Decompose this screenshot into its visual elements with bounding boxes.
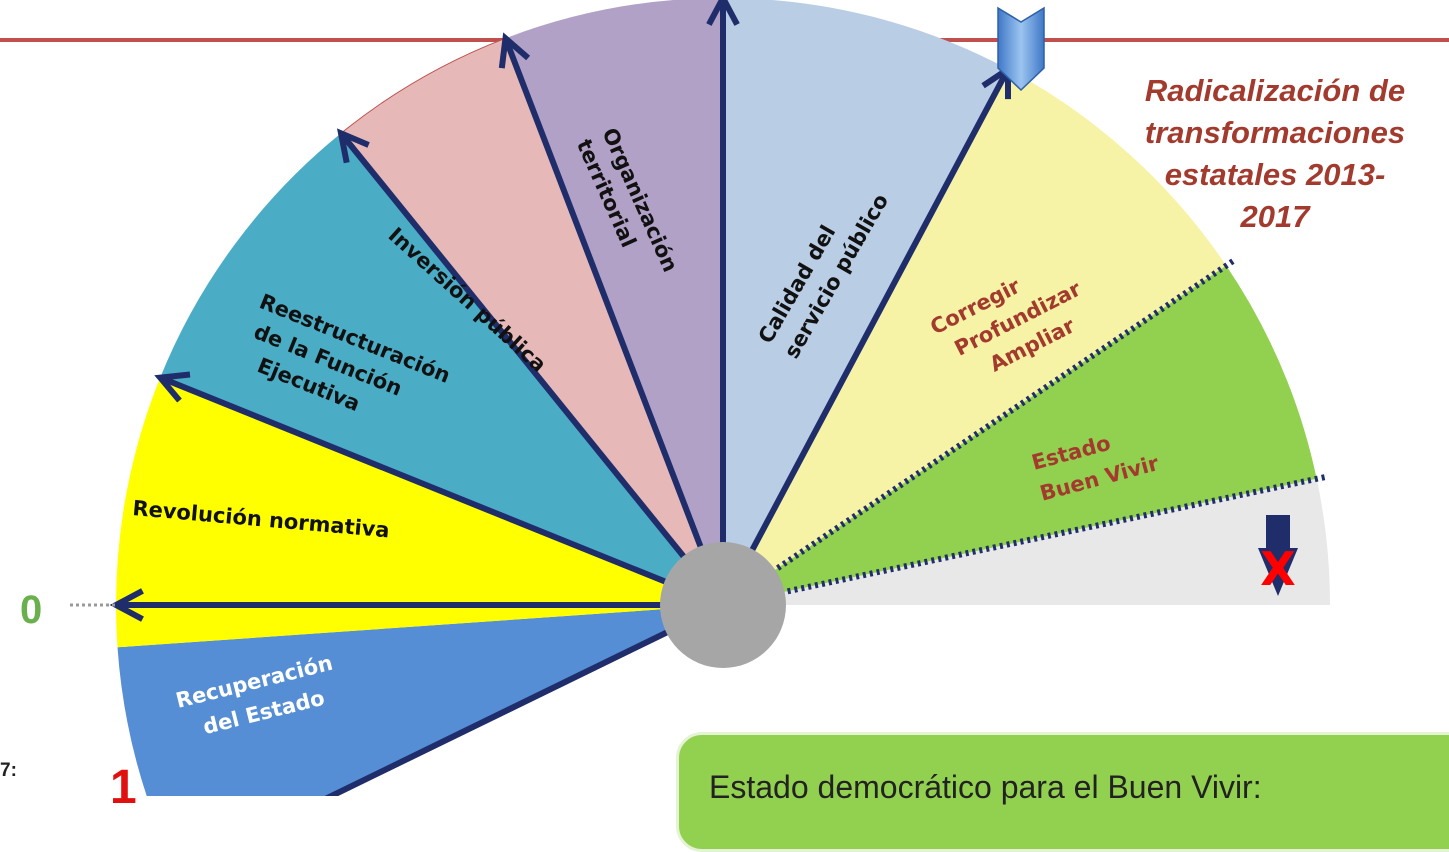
buen-vivir-callout: Estado democrático para el Buen Vivir: bbox=[676, 732, 1449, 852]
gauge-diagram: X Recuperación del Estado Revolución nor… bbox=[0, 0, 1449, 796]
arrowhead-icon bbox=[336, 128, 370, 164]
sector-grey bbox=[723, 478, 1330, 605]
sector-calidad bbox=[723, 0, 1008, 605]
sector-organizacion bbox=[505, 0, 723, 605]
sector-corregir bbox=[723, 69, 1227, 606]
x-mark-icon: X bbox=[1258, 515, 1298, 596]
arrow-shaft bbox=[324, 611, 707, 796]
scale-zero-label: 0 bbox=[20, 588, 43, 632]
sector-buen-vivir bbox=[723, 265, 1317, 605]
gauge-arrows bbox=[109, 0, 1011, 796]
radicalizacion-line-2: transformaciones bbox=[1144, 115, 1406, 150]
radicalizacion-line-1: Radicalización de bbox=[1144, 73, 1406, 108]
side-text-fragment: 7: bbox=[0, 760, 17, 781]
radicalizacion-line-3: estatales 2013- bbox=[1164, 157, 1386, 192]
x-mark-text: X bbox=[1260, 542, 1295, 596]
gauge-hub bbox=[660, 542, 786, 668]
arrowhead-icon bbox=[498, 32, 531, 69]
callout-text: Estado democrático para el Buen Vivir: bbox=[709, 769, 1262, 805]
arrow-shaft bbox=[338, 131, 713, 592]
arrow-shaft bbox=[729, 67, 1011, 589]
dotted-boundary-upper bbox=[776, 256, 1238, 571]
sector-revolucion bbox=[116, 377, 723, 648]
gauge-sectors bbox=[116, 0, 1330, 796]
position-marker-icon bbox=[997, 6, 1045, 92]
sector-inversion bbox=[340, 37, 724, 606]
arrow-shaft bbox=[502, 37, 719, 588]
arrowhead-icon bbox=[109, 588, 144, 622]
sector-reestructuracion bbox=[160, 133, 723, 606]
arrowhead-icon bbox=[706, 0, 740, 26]
arrowhead-icon bbox=[154, 371, 191, 403]
radicalizacion-title: Radicalización de transformaciones estat… bbox=[1100, 70, 1449, 238]
sector-recuperacion bbox=[117, 605, 723, 796]
radicalizacion-line-4: 2017 bbox=[1240, 199, 1310, 234]
scale-minus-label: 1 bbox=[110, 761, 137, 814]
arrow-shaft bbox=[159, 374, 706, 601]
dotted-boundaries bbox=[776, 256, 1330, 595]
dotted-boundary-lower bbox=[786, 473, 1330, 595]
